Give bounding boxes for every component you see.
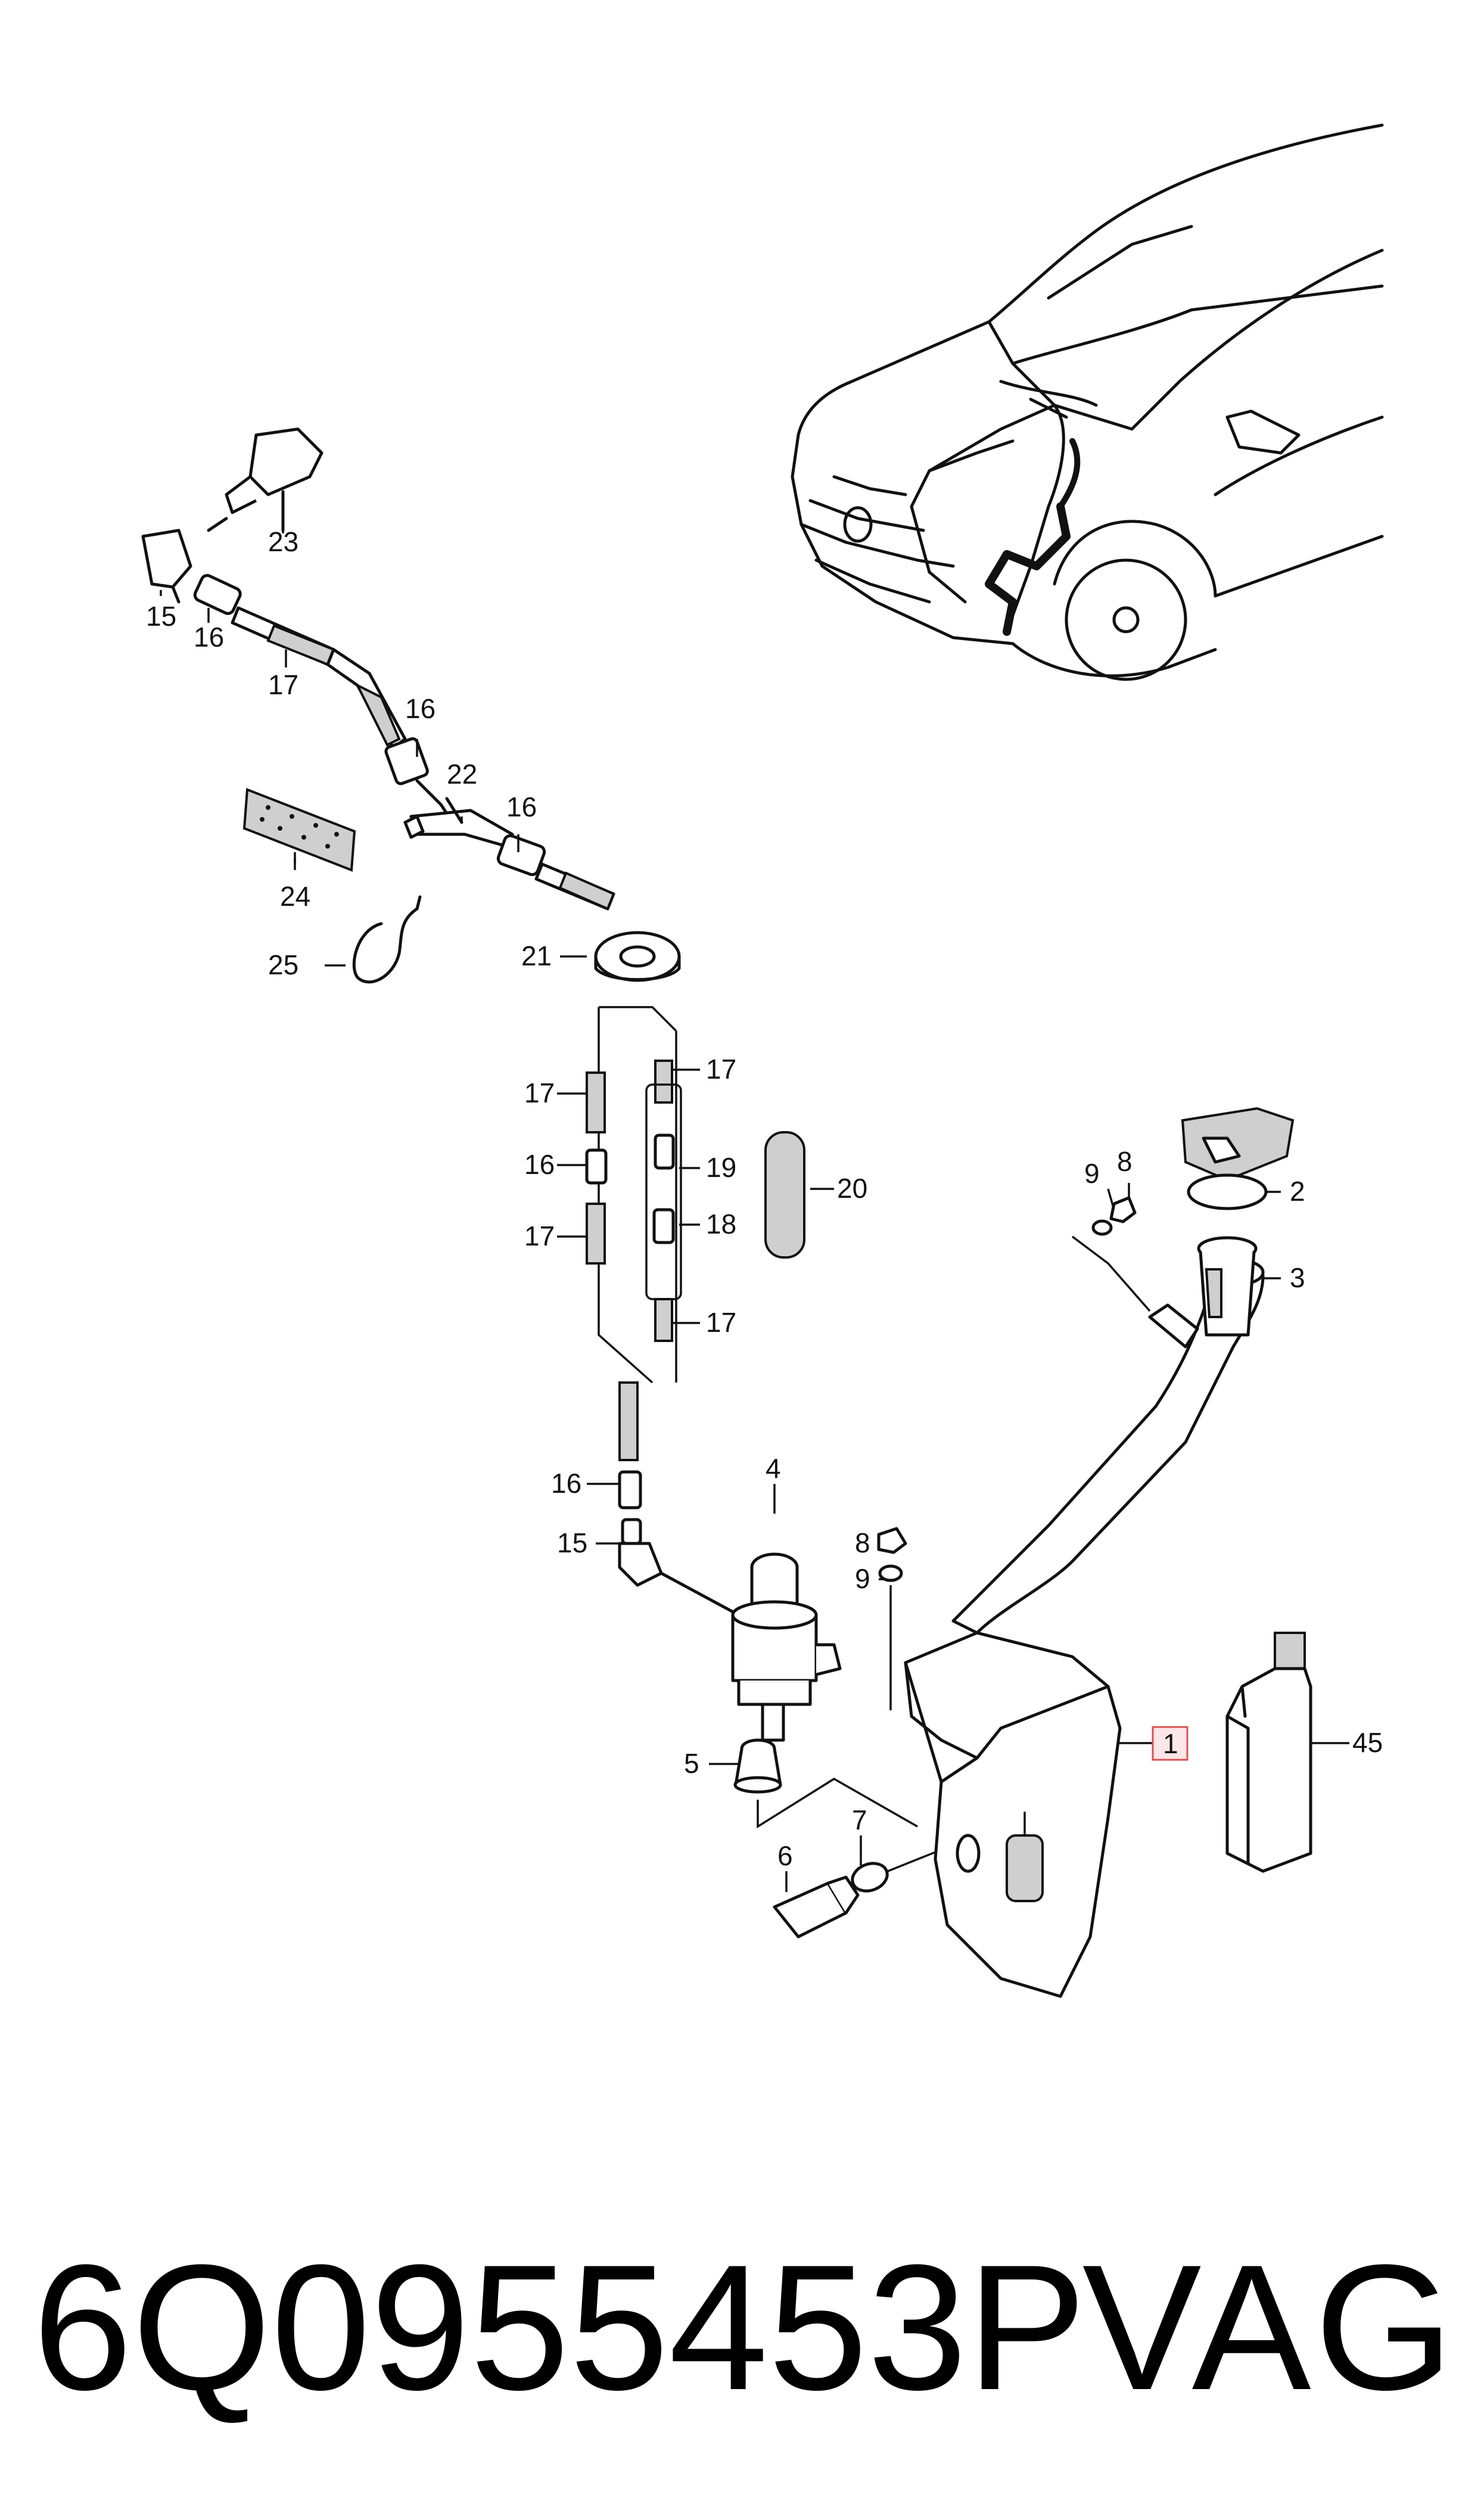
callout-7: 7 <box>852 1804 867 1835</box>
callout-4: 4 <box>766 1453 781 1484</box>
callout-23: 23 <box>268 526 298 557</box>
callout-17: 17 <box>706 1054 736 1085</box>
callout-8: 8 <box>1117 1146 1133 1177</box>
callout-15: 15 <box>557 1527 587 1558</box>
callout-25: 25 <box>268 949 298 980</box>
callout-16: 16 <box>194 622 224 653</box>
middle-section <box>585 1006 805 1617</box>
cable-tie-25 <box>352 895 422 984</box>
callouts: 23 15 16 17 16 22 16 24 25 21 17 17 16 1… <box>146 526 1383 1871</box>
callout-8: 8 <box>855 1527 870 1558</box>
callout-18: 18 <box>706 1209 736 1240</box>
fluid-bottle-45 <box>1225 1632 1312 1873</box>
callout-16: 16 <box>524 1149 555 1180</box>
callout-22: 22 <box>447 759 477 790</box>
grommet-7 <box>851 1846 948 1893</box>
callout-3: 3 <box>1290 1262 1305 1293</box>
callout-2: 2 <box>1290 1176 1305 1207</box>
grommet-21 <box>594 931 681 982</box>
callout-5: 5 <box>684 1748 699 1779</box>
callout-24: 24 <box>280 881 310 912</box>
parts-diagram: 23 15 16 17 16 22 16 24 25 21 17 17 16 1… <box>141 123 1384 1998</box>
cap-2 <box>1181 1107 1295 1210</box>
footer: 6Q0955453P VAG <box>0 2229 1484 2425</box>
callout-15: 15 <box>146 601 176 632</box>
brand-label: VAG <box>1082 2227 1457 2427</box>
callout-16: 16 <box>405 693 435 724</box>
callout-45: 45 <box>1352 1727 1383 1758</box>
reservoir-1 <box>904 1259 1265 1998</box>
callout-20: 20 <box>837 1173 867 1204</box>
hose-assembly-top <box>193 574 615 911</box>
callout-16: 16 <box>551 1468 581 1499</box>
connector-15-top <box>141 529 192 604</box>
part-number: 6Q0955453P <box>33 2227 1087 2427</box>
callout-17: 17 <box>268 669 298 700</box>
car-illustration <box>791 123 1384 681</box>
callout-17: 17 <box>706 1307 736 1338</box>
seal-5 <box>733 1738 918 1829</box>
callout-9: 9 <box>855 1563 870 1594</box>
pump-4 <box>731 1552 842 1742</box>
filter-3 <box>1197 1236 1258 1337</box>
callout-17: 17 <box>524 1077 555 1108</box>
foam-pad-24 <box>242 788 356 872</box>
callout-9: 9 <box>1084 1158 1100 1189</box>
nut-8-washer-9 <box>877 1527 907 1710</box>
sensor-6 <box>773 1875 860 1939</box>
callout-1: 1 <box>1163 1728 1178 1759</box>
bolt-8-washer-9-top <box>1071 1196 1151 1312</box>
callout-16: 16 <box>506 791 537 822</box>
callout-19: 19 <box>706 1152 736 1183</box>
callout-17: 17 <box>524 1220 555 1251</box>
callout-21: 21 <box>521 940 552 971</box>
leader-lines <box>160 530 1349 1892</box>
nozzle-23 <box>207 427 323 532</box>
highlight-box <box>1152 1726 1189 1761</box>
callout-6: 6 <box>777 1840 793 1871</box>
